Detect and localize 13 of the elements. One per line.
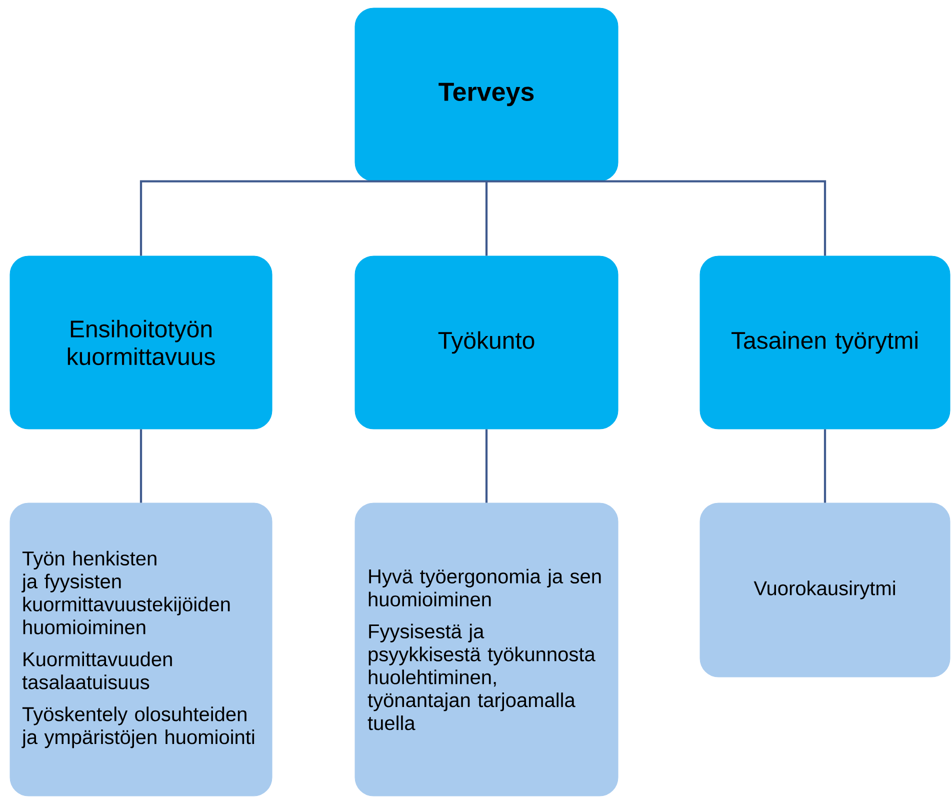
heading-box: Terveys	[354, 8, 618, 182]
category-box: Tasainen työrytmi	[700, 256, 950, 430]
connector-line	[824, 429, 826, 503]
detail-box: Työn henkisten ja fyysisten kuormittavuustekijöiden huomioiminen Kuormittavuuden tasalaatuisuus Työskentely olosuhteiden ja ympäristöjen huomiointi	[10, 502, 272, 796]
category-box: Työkunto	[354, 256, 618, 430]
category-box: Ensihoitotyön kuormittavuus	[10, 256, 272, 430]
connector-line	[486, 180, 826, 256]
detail-box: Hyvä työergonomia ja sen huomioiminen Fyysisestä ja psyykkisestä työkunnosta huolehtiminen, työnantajan tarjoamalla tuella	[354, 502, 618, 796]
connector-line	[140, 429, 142, 503]
connector-line	[140, 180, 486, 256]
detail-box: Vuorokausirytmi	[700, 502, 950, 678]
connector-line	[485, 429, 488, 503]
connector-line	[485, 181, 488, 256]
